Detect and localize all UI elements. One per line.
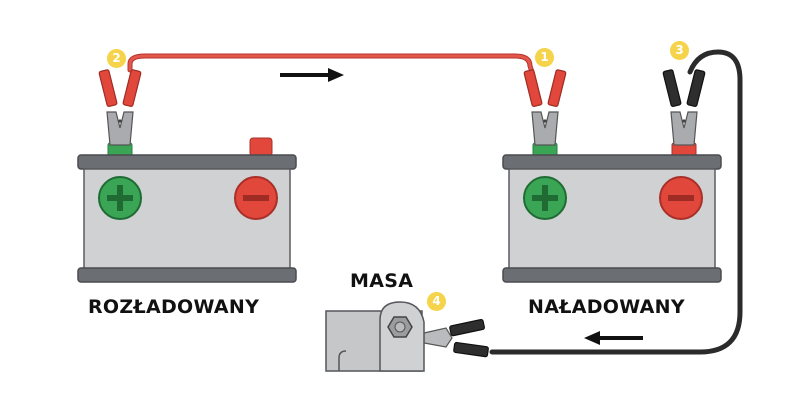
- ground-point: [325, 301, 425, 372]
- step-badge-1: 1: [535, 48, 554, 67]
- black-jumper-cable: [489, 49, 743, 355]
- plus-icon: [523, 176, 567, 220]
- discharged-battery-label: ROZŁADOWANY: [88, 296, 260, 318]
- charged-battery-label: NAŁADOWANY: [528, 296, 685, 318]
- red-clamp-charged-positive: [523, 69, 567, 146]
- arrow-left-icon: [584, 331, 643, 345]
- black-clamp-charged-negative: [662, 69, 706, 146]
- red-clamp-discharged-positive: [98, 69, 142, 146]
- battery-discharged: [77, 137, 297, 283]
- arrow-right-icon: [280, 68, 344, 82]
- battery-charged: [502, 142, 722, 283]
- minus-icon: [234, 176, 278, 220]
- step-badge-3: 3: [670, 41, 689, 60]
- plus-icon: [98, 176, 142, 220]
- ground-label: MASA: [350, 270, 414, 292]
- step-badge-4: 4: [427, 292, 446, 311]
- negative-terminal-post: [249, 137, 273, 157]
- black-clamp-ground: [423, 318, 489, 358]
- minus-icon: [659, 176, 703, 220]
- step-badge-2: 2: [107, 49, 126, 68]
